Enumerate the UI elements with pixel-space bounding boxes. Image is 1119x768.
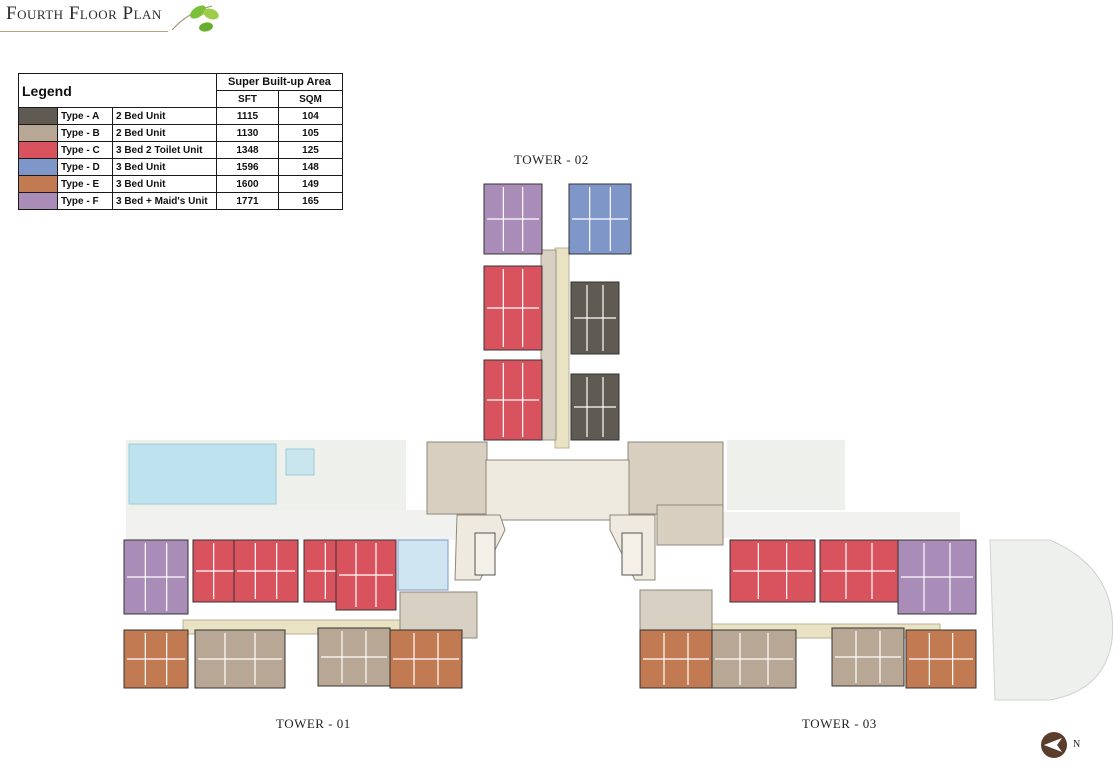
legend-swatch xyxy=(18,158,58,176)
legend-table: Legend Super Built-up Area SFT SQM Type … xyxy=(18,73,343,210)
tower-03-label: TOWER - 03 xyxy=(802,716,877,731)
north-label: N xyxy=(1073,739,1081,750)
corner-block-right xyxy=(656,504,724,546)
north-arrow-icon xyxy=(1041,732,1067,758)
podium-lower-left xyxy=(126,510,456,540)
leaf-logo-icon xyxy=(171,5,219,32)
area-header: Super Built-up Area xyxy=(216,73,343,91)
pool xyxy=(128,443,277,505)
page-title: Fourth Floor Plan xyxy=(6,3,162,24)
area-sqm: 165 xyxy=(278,192,343,210)
tower-02-label: TOWER - 02 xyxy=(514,152,589,167)
tower-01-label: TOWER - 01 xyxy=(276,716,351,731)
curved-deck xyxy=(989,539,1114,701)
central-right-hall xyxy=(627,441,724,515)
pool-small xyxy=(285,448,315,476)
t2-core xyxy=(540,249,557,441)
stair-b xyxy=(621,532,643,576)
legend-title: Legend xyxy=(18,73,217,108)
central-left-hall xyxy=(426,441,488,515)
legend-swatch xyxy=(18,107,58,125)
podium-right xyxy=(727,440,845,510)
central-lobby xyxy=(485,459,630,521)
podium-lower-right xyxy=(716,512,960,538)
t1-stair xyxy=(397,539,449,591)
title-underline xyxy=(0,31,168,32)
legend-swatch xyxy=(18,192,58,210)
t2-corridor xyxy=(554,247,570,449)
stair-a xyxy=(474,532,496,576)
